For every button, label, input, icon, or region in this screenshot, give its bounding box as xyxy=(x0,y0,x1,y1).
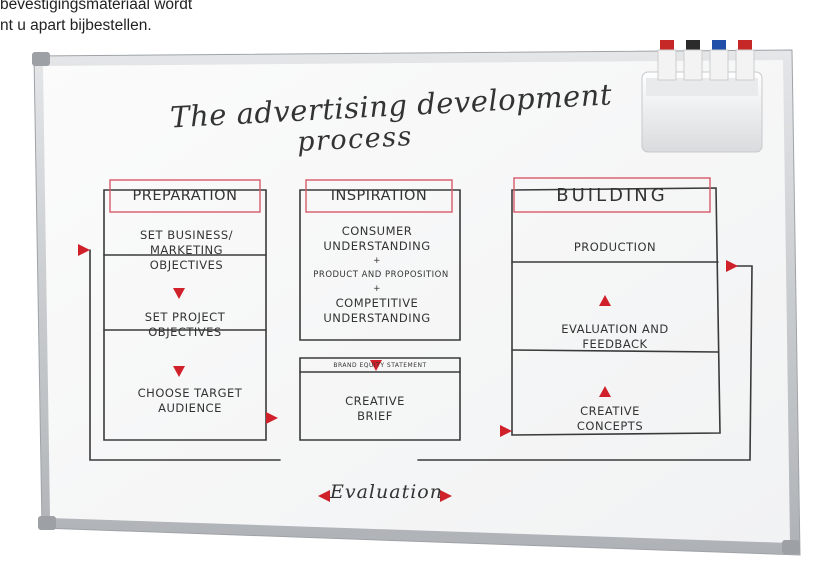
insp-plus-2: + xyxy=(373,284,381,294)
frame-corner xyxy=(782,540,800,554)
build-column-box xyxy=(511,187,721,436)
arrow-icon xyxy=(726,260,738,272)
build-step-2: EVALUATION AND FEEDBACK xyxy=(561,322,669,351)
build-header: BUILDING xyxy=(556,185,668,206)
arrow-icon xyxy=(173,366,185,377)
whiteboard-surface xyxy=(43,60,790,543)
caption-text: bevestigingsmateriaal wordt nt u apart b… xyxy=(0,0,360,36)
arrow-icon xyxy=(173,288,185,299)
prep-step-2: SET PROJECT OBJECTIVES xyxy=(144,310,226,339)
whiteboard-photo: The advertising development process PREP… xyxy=(30,40,816,569)
insp-column-box xyxy=(299,189,461,341)
insp-plus-1: + xyxy=(373,256,381,266)
arrow-icon xyxy=(440,490,452,502)
evaluation-label: Evaluation xyxy=(330,481,443,503)
arrow-icon xyxy=(599,295,611,306)
marker-set xyxy=(657,40,755,81)
prep-step-3: CHOOSE TARGET AUDIENCE xyxy=(137,386,243,415)
insp-header-box xyxy=(305,179,453,213)
arrow-icon xyxy=(500,425,512,437)
brief-box xyxy=(299,357,461,441)
arrow-icon xyxy=(370,360,382,371)
caption-line-2: nt u apart bijbestellen. xyxy=(0,17,152,34)
insp-step-brief: CREATIVE BRIEF xyxy=(345,394,405,423)
frame-corner xyxy=(38,516,56,530)
prep-column-box xyxy=(103,189,267,441)
insp-step-competitive: COMPETITIVE UNDERSTANDING xyxy=(323,296,431,325)
arrow-icon xyxy=(266,412,278,424)
prep-step-1: SET BUSINESS/ MARKETING OBJECTIVES xyxy=(139,228,234,272)
build-step-3: CREATIVE CONCEPTS xyxy=(576,404,644,433)
build-header-box xyxy=(513,177,711,213)
marker-tray xyxy=(641,71,763,153)
prep-header: PREPARATION xyxy=(132,188,238,204)
frame-corner xyxy=(32,52,50,66)
arrow-icon xyxy=(599,386,611,397)
insp-step-consumer: CONSUMER UNDERSTANDING xyxy=(323,224,431,253)
evaluation-loop xyxy=(89,249,281,461)
brand-equity-label: BRAND EQUITY STATEMENT xyxy=(333,362,427,369)
arrow-icon xyxy=(78,244,90,256)
build-step-1: PRODUCTION xyxy=(573,240,657,254)
caption-line-1: bevestigingsmateriaal wordt xyxy=(0,0,193,13)
insp-step-product: PRODUCT AND PROPOSITION xyxy=(313,270,449,280)
insp-header: INSPIRATION xyxy=(330,188,428,204)
prep-header-box xyxy=(109,179,261,213)
whiteboard-illustration xyxy=(32,40,801,556)
arrow-icon xyxy=(318,490,330,502)
